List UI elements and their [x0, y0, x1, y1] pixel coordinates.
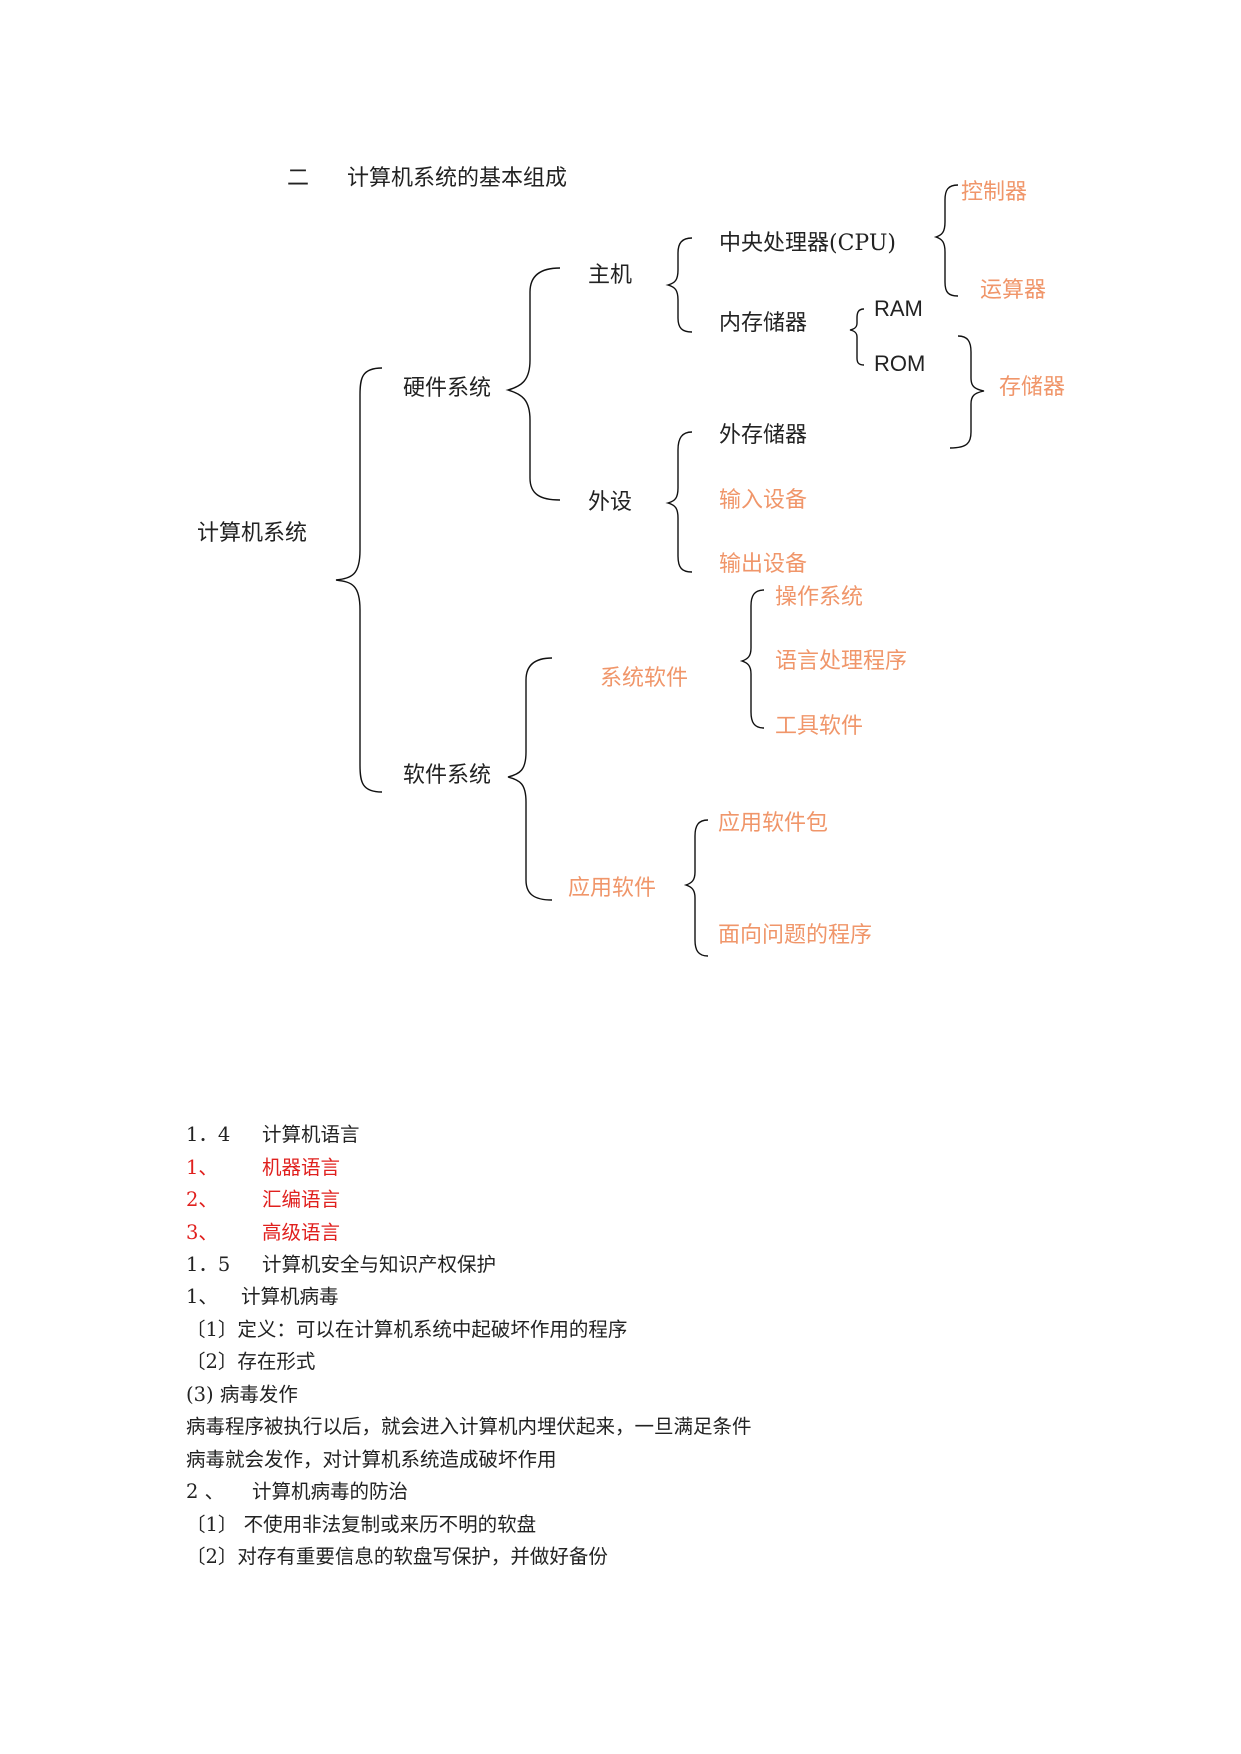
brace-hardware: [505, 267, 561, 501]
node-computer-system: 计算机系统: [197, 521, 308, 546]
node-hardware-system: 硬件系统: [403, 376, 492, 401]
node-cpu: 中央处理器(CPU): [719, 233, 896, 255]
brace-host: [665, 237, 693, 333]
heading-title: 计算机系统的基本组成: [347, 166, 568, 191]
note-2-num: 2、: [186, 1188, 218, 1211]
node-host: 主机: [588, 263, 633, 288]
note-6-text: 〔1〕定义：可以在计算机系统中起破坏作用的程序: [186, 1318, 628, 1341]
node-language-processor: 语言处理程序: [775, 649, 908, 674]
note-4-num: 1．5: [186, 1253, 231, 1276]
note-1-num: 1、: [186, 1156, 218, 1179]
node-internal-memory: 内存储器: [719, 311, 808, 336]
note-11-num: 2 、: [186, 1480, 225, 1503]
brace-system-software: [739, 589, 765, 729]
node-output-device: 输出设备: [719, 552, 808, 577]
note-5-num: 1、: [186, 1285, 218, 1308]
brace-peripheral: [665, 431, 693, 573]
note-2-text: 汇编语言: [262, 1188, 341, 1211]
node-alu: 运算器: [980, 278, 1047, 303]
note-4-text: 计算机安全与知识产权保护: [262, 1253, 497, 1276]
brace-application-software: [683, 819, 709, 957]
note-11-text: 计算机病毒的防治: [252, 1480, 409, 1503]
note-12-text: 〔1〕 不使用非法复制或来历不明的软盘: [186, 1513, 537, 1536]
note-8-text: (3) 病毒发作: [186, 1383, 298, 1406]
brace-memory: [849, 308, 865, 366]
note-13-text: 〔2〕对存有重要信息的软盘写保护，并做好备份: [186, 1545, 608, 1568]
node-os: 操作系统: [775, 585, 864, 610]
brace-software: [507, 657, 553, 901]
node-peripheral: 外设: [588, 490, 633, 515]
node-storage: 存储器: [999, 375, 1066, 400]
note-5-text: 计算机病毒: [241, 1285, 339, 1308]
note-10-text: 病毒就会发作，对计算机系统造成破坏作用: [186, 1448, 557, 1471]
heading-number: 二: [287, 166, 310, 191]
node-controller: 控制器: [961, 180, 1028, 205]
node-application-software: 应用软件: [568, 876, 657, 901]
node-ram: RAM: [874, 296, 923, 321]
note-0-num: 1．4: [186, 1123, 231, 1146]
node-system-software: 系统软件: [600, 666, 689, 691]
note-3-text: 高级语言: [262, 1221, 341, 1244]
node-app-package: 应用软件包: [718, 811, 829, 836]
node-rom: ROM: [874, 351, 926, 376]
brace-cpu: [933, 184, 959, 297]
note-1-text: 机器语言: [262, 1156, 341, 1179]
node-tools: 工具软件: [775, 714, 864, 739]
note-3-num: 3、: [186, 1221, 218, 1244]
note-0-text: 计算机语言: [262, 1123, 360, 1146]
node-problem-program: 面向问题的程序: [718, 923, 873, 948]
node-software-system: 软件系统: [403, 763, 492, 788]
note-7-text: 〔2〕存在形式: [186, 1350, 316, 1373]
brace-storage: [949, 335, 985, 449]
note-9-text: 病毒程序被执行以后，就会进入计算机内埋伏起来，一旦满足条件: [186, 1415, 752, 1438]
brace-root: [335, 367, 383, 793]
node-input-device: 输入设备: [719, 488, 808, 513]
node-external-storage: 外存储器: [719, 423, 808, 448]
tree-brackets: [335, 184, 985, 957]
node-cpu-label: 中央处理器(CPU): [719, 231, 896, 256]
